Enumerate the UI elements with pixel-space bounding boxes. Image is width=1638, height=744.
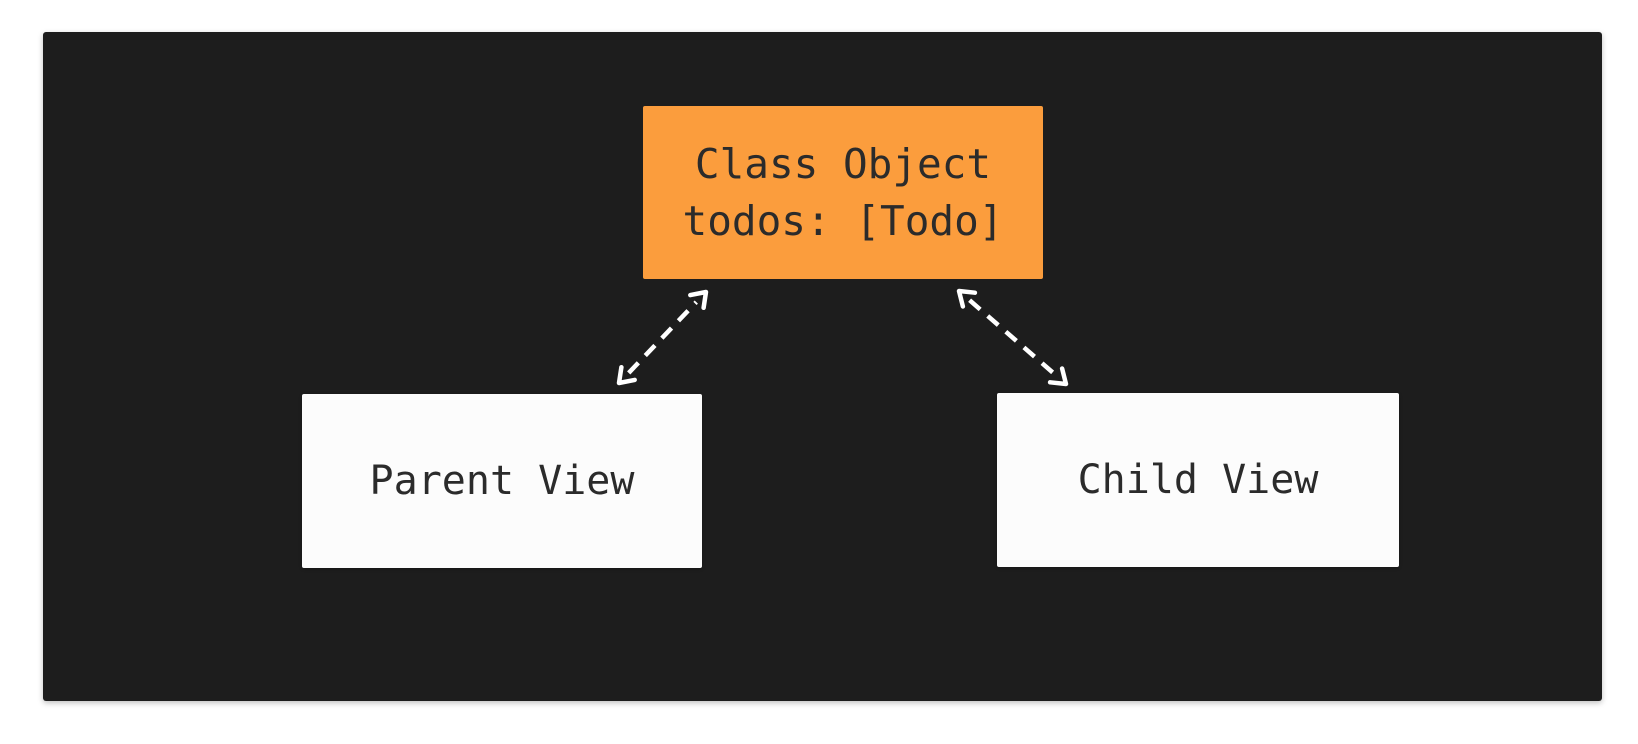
arrowhead-up-left-icon <box>956 288 978 309</box>
diagram-panel: Class Object todos: [Todo] Parent View C… <box>43 32 1602 701</box>
parent-view-label: Parent View <box>369 458 635 504</box>
class-object-title: Class Object <box>694 139 992 188</box>
node-child-view: Child View <box>997 393 1399 567</box>
arrowhead-down-right-icon <box>1047 366 1069 387</box>
arrowhead-up-right-icon <box>688 289 709 311</box>
node-parent-view: Parent View <box>302 394 702 568</box>
node-class-object: Class Object todos: [Todo] <box>643 106 1043 279</box>
arrow-class-object-to-parent-view <box>616 289 709 386</box>
child-view-label: Child View <box>1077 457 1319 503</box>
arrowhead-down-left-icon <box>616 364 637 386</box>
class-object-property: todos: [Todo] <box>682 196 1004 245</box>
arrow-class-object-to-child-view <box>956 288 1069 387</box>
